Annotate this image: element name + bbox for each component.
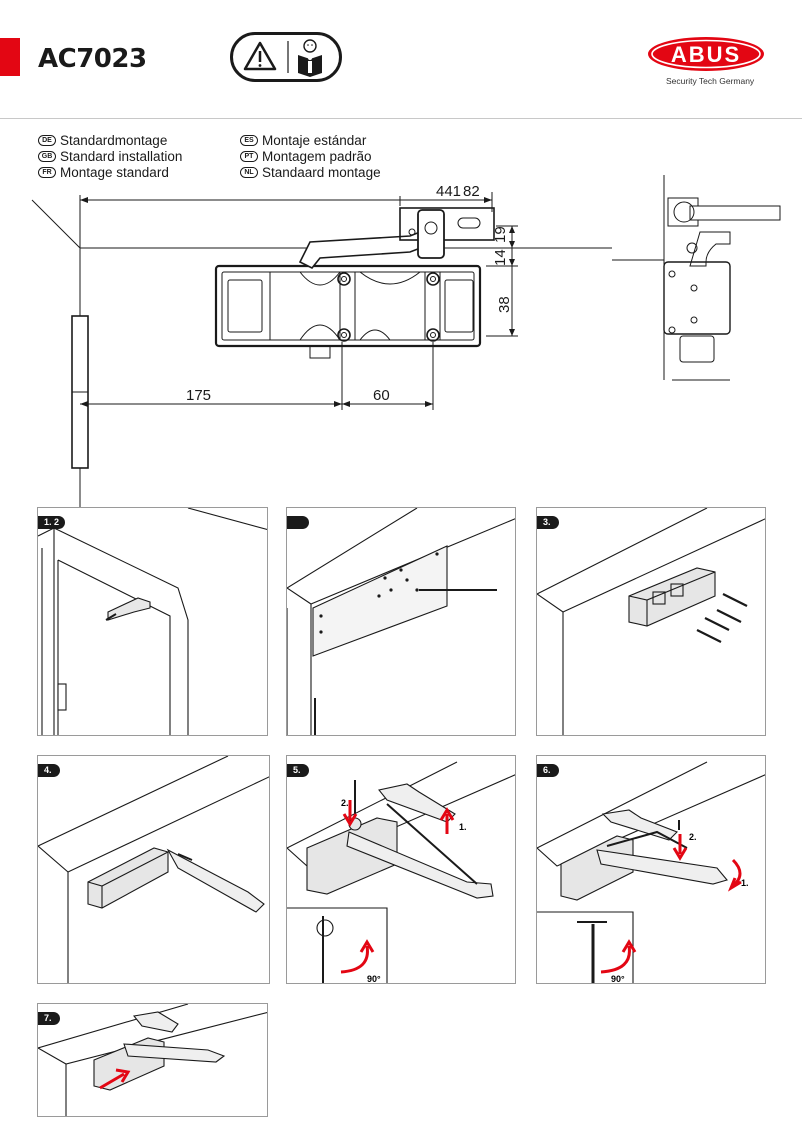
header-divider xyxy=(0,118,802,119)
title-pt: PT Montagem padrão xyxy=(240,149,372,164)
flag-de-badge: DE xyxy=(38,135,56,146)
step-7-panel: 7. xyxy=(37,1003,268,1117)
step-5-badge: 5. xyxy=(287,764,309,777)
dim-14: 14 xyxy=(492,249,509,266)
dim-175: 175 xyxy=(186,387,211,404)
title-nl: NL Standaard montage xyxy=(240,165,381,180)
step-4-panel: 4. xyxy=(37,755,270,984)
dim-38: 38 xyxy=(496,296,513,313)
title-fr-label: Montage standard xyxy=(60,165,169,180)
dim-overall-width: 441 xyxy=(436,183,461,200)
step-6-panel: 6. 2. 1. 90° xyxy=(536,755,766,984)
title-nl-label: Standaard montage xyxy=(262,165,381,180)
flag-nl-badge: NL xyxy=(240,167,258,178)
model-number: AC7023 xyxy=(38,44,147,74)
step-7-badge: 7. xyxy=(38,1012,60,1025)
title-fr: FR Montage standard xyxy=(38,165,169,180)
dimension-drawing: 441 82 19 14 38 175 60 xyxy=(31,175,781,510)
title-de: DE Standardmontage xyxy=(38,133,167,148)
dim-bracket-offset: 82 xyxy=(463,183,480,200)
dim-60: 60 xyxy=(373,387,390,404)
title-es: ES Montaje estándar xyxy=(240,133,366,148)
dim-19: 19 xyxy=(492,226,509,243)
flag-gb-badge: GB xyxy=(38,151,56,162)
step-3-panel: 3. xyxy=(536,507,766,736)
safety-notice-box xyxy=(230,32,342,82)
title-gb-label: Standard installation xyxy=(60,149,183,164)
svg-text:ABUS: ABUS xyxy=(671,42,741,67)
title-de-label: Standardmontage xyxy=(60,133,168,148)
step-5-panel: 5. 2. 1. 90° xyxy=(286,755,516,984)
title-es-label: Montaje estándar xyxy=(262,133,367,148)
flag-pt-badge: PT xyxy=(240,151,258,162)
step-6-badge: 6. xyxy=(537,764,559,777)
flag-es-badge: ES xyxy=(240,135,258,146)
warning-icon xyxy=(243,41,289,73)
step-2-badge xyxy=(287,516,309,529)
step-2-panel xyxy=(286,507,516,736)
step-4-badge: 4. xyxy=(38,764,60,777)
brand-accent-bar xyxy=(0,38,20,76)
step-3-badge: 3. xyxy=(537,516,559,529)
step-1-panel: 1. 2 xyxy=(37,507,268,736)
title-gb: GB Standard installation xyxy=(38,149,182,164)
brand-tagline: Security Tech Germany xyxy=(666,76,755,86)
flag-fr-badge: FR xyxy=(38,167,56,178)
manual-icon xyxy=(298,39,322,77)
step-1-badge: 1. 2 xyxy=(38,516,66,529)
title-pt-label: Montagem padrão xyxy=(262,149,372,164)
abus-logo: ABUS xyxy=(648,37,764,71)
